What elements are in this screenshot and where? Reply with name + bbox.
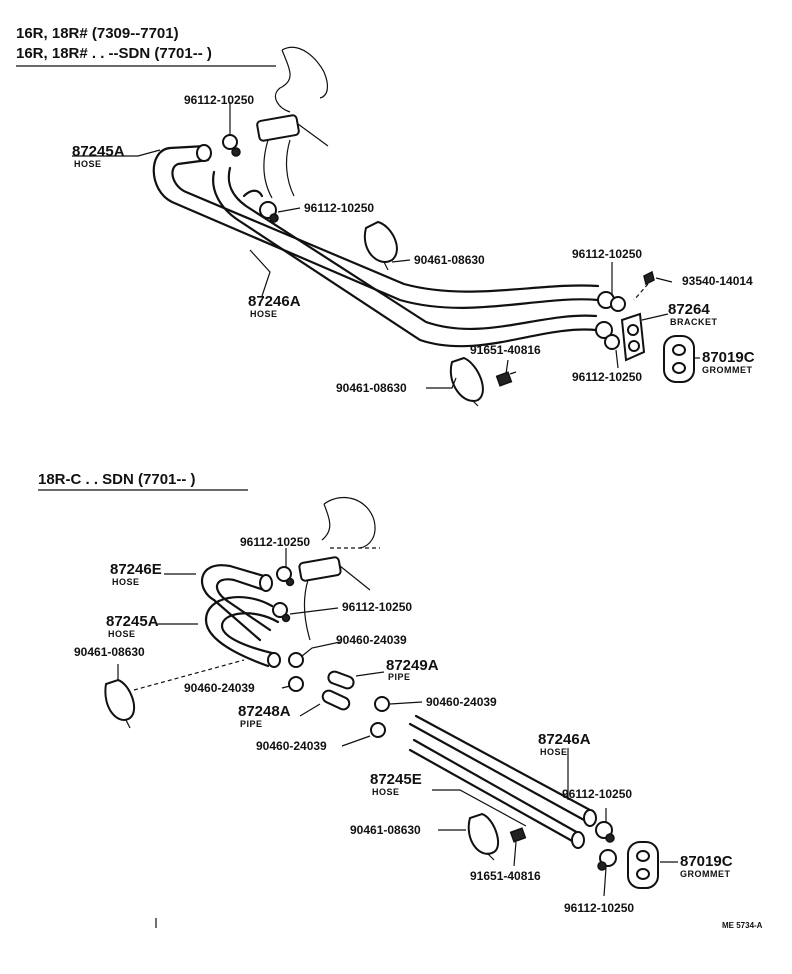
label-grommet-s2: GROMMET bbox=[680, 869, 731, 879]
hose-87245a-s1 bbox=[152, 144, 600, 309]
label-96112-10250-second-s2: 96112-10250 bbox=[342, 600, 412, 614]
clip-bottom-s1 bbox=[449, 356, 484, 407]
label-87019c-s2: 87019C bbox=[680, 853, 733, 870]
pipe-87248a bbox=[321, 689, 351, 711]
hose-87245e-s2 bbox=[408, 738, 585, 849]
bolt-s1 bbox=[633, 270, 655, 301]
grommet-s2 bbox=[627, 841, 659, 889]
section1-heading: 16R, 18R# (7309--7701) 16R, 18R# . . --S… bbox=[16, 25, 276, 67]
label-pipe-87249a: PIPE bbox=[388, 672, 411, 682]
footer-code: ME 5734-A bbox=[722, 921, 763, 930]
labels-s1: 96112-10250 87245A HOSE 96112-10250 9046… bbox=[72, 93, 755, 395]
screw-s1 bbox=[495, 371, 517, 387]
screw-s2 bbox=[509, 827, 527, 843]
clamp-bottom-s2 bbox=[597, 849, 617, 871]
label-91651-40816-s2: 91651-40816 bbox=[470, 869, 541, 883]
label-87019c-s1: 87019C bbox=[702, 349, 755, 366]
label-90461-08630-left-s2: 90461-08630 bbox=[74, 645, 145, 659]
clamp-mid-s1 bbox=[259, 201, 279, 223]
label-90461-08630-bottom-s1: 90461-08630 bbox=[336, 381, 407, 395]
label-90460-24039-3: 90460-24039 bbox=[426, 695, 497, 709]
bracket-s1 bbox=[620, 312, 646, 362]
clamp-right-bottom-s1 bbox=[595, 321, 620, 350]
hose-87246e-s2 bbox=[200, 564, 273, 642]
fitting-top-s2 bbox=[298, 556, 371, 641]
labels-s2: 96112-10250 87246E HOSE 96112-10250 8724… bbox=[74, 535, 733, 915]
label-96112-10250-right-top: 96112-10250 bbox=[572, 247, 642, 261]
grommet-s1 bbox=[663, 335, 695, 383]
label-pipe-87248a: PIPE bbox=[240, 719, 263, 729]
label-bracket: BRACKET bbox=[670, 317, 718, 327]
section1-heading-line2: 16R, 18R# . . --SDN (7701-- ) bbox=[16, 45, 212, 62]
leaders-s1 bbox=[72, 102, 700, 389]
clamp-right-top-s1 bbox=[597, 291, 626, 312]
clamp-top-s2 bbox=[276, 566, 295, 587]
label-87248a: 87248A bbox=[238, 703, 291, 720]
label-87249a: 87249A bbox=[386, 657, 439, 674]
label-96112-10250-right-bottom: 96112-10250 bbox=[572, 370, 642, 384]
label-96112-10250-bottom-s2: 96112-10250 bbox=[564, 901, 634, 915]
label-hose-87246a-s2: HOSE bbox=[540, 747, 568, 757]
clip-left-s2 bbox=[104, 659, 245, 729]
engine-outline bbox=[275, 46, 329, 113]
label-hose-87245a-s2: HOSE bbox=[108, 629, 136, 639]
label-87264: 87264 bbox=[668, 301, 710, 318]
label-hose-87245e: HOSE bbox=[372, 787, 400, 797]
hose-87246a-s1 bbox=[212, 166, 598, 348]
label-hose-87245a-s1: HOSE bbox=[74, 159, 102, 169]
label-90461-08630-mid: 90461-08630 bbox=[414, 253, 485, 267]
hose-87245a-s2 bbox=[204, 596, 281, 668]
label-96112-10250-top-s2: 96112-10250 bbox=[240, 535, 310, 549]
engine-outline-s2 bbox=[321, 496, 376, 549]
clamp-small-1-s2 bbox=[288, 652, 304, 668]
label-87246e: 87246E bbox=[110, 561, 162, 578]
label-87246a-s2: 87246A bbox=[538, 731, 591, 748]
clip-bottom-s2 bbox=[467, 812, 500, 861]
pipe-87249a bbox=[327, 670, 355, 690]
clamp-top-left-s1 bbox=[222, 134, 241, 157]
clamp-right-s2 bbox=[595, 821, 615, 843]
label-87245e: 87245E bbox=[370, 771, 422, 788]
label-87245a-s1: 87245A bbox=[72, 143, 125, 160]
clamp-small-2-s2 bbox=[288, 676, 304, 692]
label-grommet-s1: GROMMET bbox=[702, 365, 753, 375]
label-90461-08630-bottom-s2: 90461-08630 bbox=[350, 823, 421, 837]
label-90460-24039-1: 90460-24039 bbox=[336, 633, 407, 647]
label-90460-24039-4: 90460-24039 bbox=[256, 739, 327, 753]
hose-87246a-s2 bbox=[408, 714, 597, 827]
label-96112-10250-top-left: 96112-10250 bbox=[184, 93, 254, 107]
label-96112-10250-right-s2: 96112-10250 bbox=[562, 787, 632, 801]
clamp-second-s2 bbox=[272, 602, 291, 623]
leaders-s2 bbox=[117, 548, 678, 897]
clip-mid-s1 bbox=[363, 220, 398, 271]
section1-heading-line1: 16R, 18R# (7309--7701) bbox=[16, 25, 179, 42]
label-87246a-s1: 87246A bbox=[248, 293, 301, 310]
label-96112-10250-mid: 96112-10250 bbox=[304, 201, 374, 215]
label-90460-24039-2: 90460-24039 bbox=[184, 681, 255, 695]
label-hose-87246e: HOSE bbox=[112, 577, 140, 587]
label-91651-40816-s1: 91651-40816 bbox=[470, 343, 541, 357]
section2-heading: 18R-C . . SDN (7701-- ) bbox=[38, 471, 248, 491]
clamp-small-3-s2 bbox=[374, 696, 390, 712]
label-93540-14014: 93540-14014 bbox=[682, 274, 753, 288]
label-hose-87246a-s1: HOSE bbox=[250, 309, 278, 319]
label-87245a-s2: 87245A bbox=[106, 613, 159, 630]
section2-heading-text: 18R-C . . SDN (7701-- ) bbox=[38, 471, 196, 488]
clamp-small-4-s2 bbox=[370, 722, 386, 738]
fitting-top-s1 bbox=[256, 114, 329, 199]
